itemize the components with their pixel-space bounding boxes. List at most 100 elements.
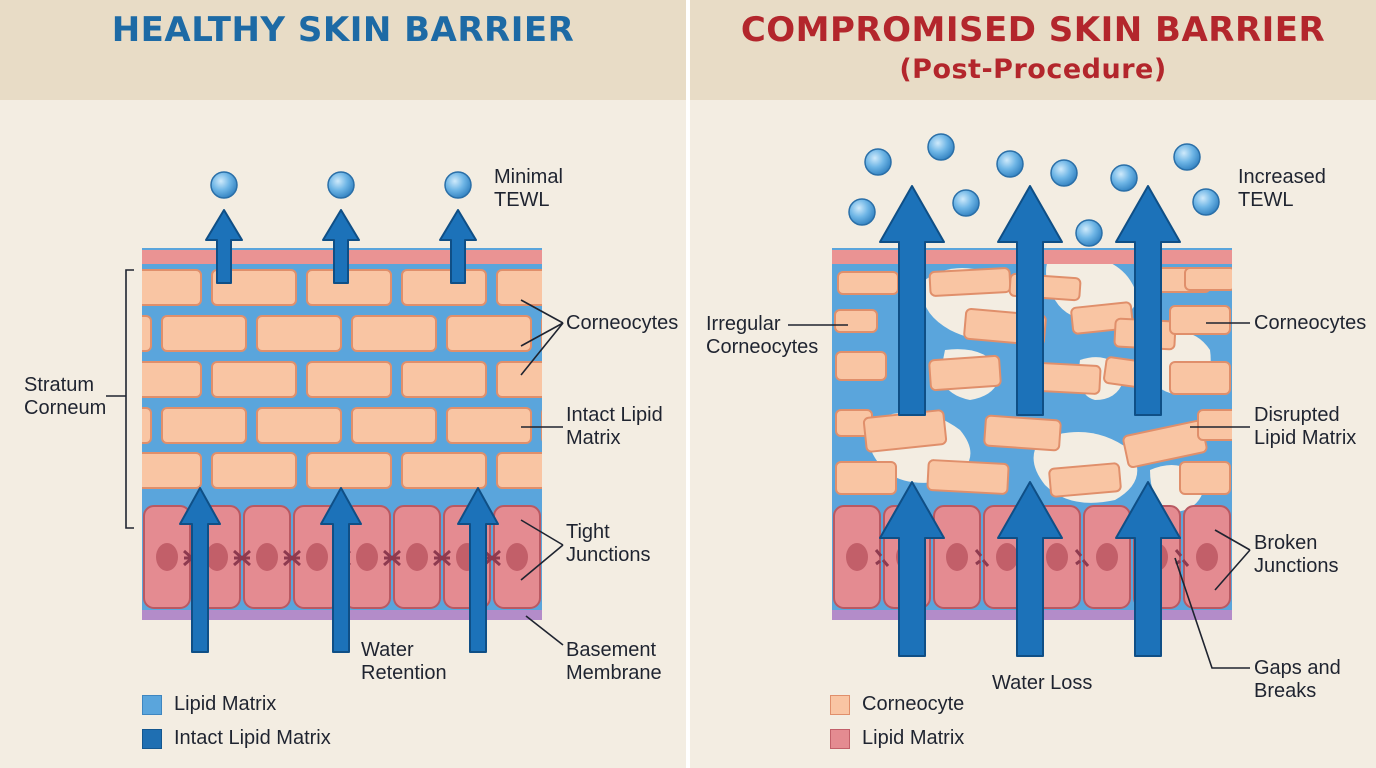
corneocyte [983, 414, 1062, 452]
label-water-retention: Water Retention [361, 639, 447, 684]
right-header-band [690, 0, 1376, 100]
corneocyte [1179, 461, 1231, 495]
cell-nucleus [206, 543, 228, 571]
label-corneocytes-left: Corneocytes [566, 312, 679, 334]
tight-junction [433, 549, 451, 567]
panel-divider [686, 0, 690, 768]
left-header-band [0, 0, 686, 100]
corneocyte [142, 407, 152, 444]
stratum-corneum-bracket [125, 269, 134, 529]
corneocyte [496, 361, 542, 398]
water-droplet [848, 198, 876, 226]
water-droplet [1075, 219, 1103, 247]
cell-nucleus [256, 543, 278, 571]
label-tight-junctions: Tight Junctions [566, 521, 651, 566]
leader-line [525, 615, 564, 646]
cell-nucleus [1046, 543, 1068, 571]
leader-line [520, 299, 564, 324]
cell-nucleus [406, 543, 428, 571]
water-droplet [927, 133, 955, 161]
water-loss-arrow [997, 481, 1063, 657]
label-water-loss: Water Loss [992, 672, 1093, 694]
corneocyte [306, 452, 392, 489]
legend-item-lipid-matrix-right: Lipid Matrix [830, 727, 964, 750]
corneocyte [256, 407, 342, 444]
label-intact-lipid-matrix: Intact Lipid Matrix [566, 404, 663, 449]
healthy-title: HEALTHY SKIN BARRIER [111, 10, 575, 50]
corneocyte [835, 351, 887, 381]
corneocyte [1048, 462, 1122, 498]
water-droplet [996, 150, 1024, 178]
water-droplet [1192, 188, 1220, 216]
corneocyte [142, 361, 202, 398]
corneocyte [401, 361, 487, 398]
broken-junction [874, 549, 890, 567]
compromised-title: COMPROMISED SKIN BARRIER [740, 10, 1326, 50]
label-increased-tewl: Increased TEWL [1238, 166, 1326, 211]
corneocyte [837, 271, 899, 295]
legend-label: Lipid Matrix [862, 727, 965, 749]
water-droplet [327, 171, 355, 199]
corneocyte [351, 407, 437, 444]
legend-label: Intact Lipid Matrix [174, 727, 331, 749]
leader-line [1174, 557, 1250, 669]
leader-line [1214, 529, 1251, 551]
water-droplet [952, 189, 980, 217]
label-gaps-and-breaks: Gaps and Breaks [1254, 657, 1341, 702]
cell-nucleus [946, 543, 968, 571]
tight-junction [383, 549, 401, 567]
small-tewl-arrow [439, 209, 477, 284]
broken-junction [1074, 549, 1090, 567]
corneocyte [496, 452, 542, 489]
legend-item-intact-lipid-matrix: Intact Lipid Matrix [142, 727, 331, 750]
legend-label: Corneocyte [862, 693, 965, 715]
corneocyte [142, 452, 202, 489]
corneocyte [496, 269, 542, 306]
corneocyte [306, 361, 392, 398]
cell-nucleus [1196, 543, 1218, 571]
water-droplet [864, 148, 892, 176]
tight-junction [233, 549, 251, 567]
water-retention-arrow [320, 487, 362, 653]
label-corneocytes-right: Corneocytes [1254, 312, 1367, 334]
lipid-matrix-swatch [142, 694, 162, 715]
leader-line [520, 519, 564, 546]
cell-nucleus [996, 543, 1018, 571]
corneocyte [928, 354, 1002, 392]
tight-junction [283, 549, 301, 567]
broken-junction [974, 549, 990, 567]
label-basement-membrane: Basement Membrane [566, 639, 662, 684]
legend-item-corneocyte: Corneocyte [830, 693, 964, 716]
corneocyte [161, 407, 247, 444]
corneocyte [256, 315, 342, 352]
water-retention-arrow [179, 487, 221, 653]
leader-line [520, 322, 564, 347]
cell-nucleus [356, 543, 378, 571]
water-droplet [210, 171, 238, 199]
corneocyte [211, 452, 297, 489]
small-tewl-arrow [322, 209, 360, 284]
water-droplet [1050, 159, 1078, 187]
cell-nucleus [156, 543, 178, 571]
corneocyte [834, 309, 878, 333]
water-loss-arrow [1115, 481, 1181, 657]
label-broken-junctions: Broken Junctions [1254, 532, 1339, 577]
corneocyte [1169, 361, 1231, 395]
cell-nucleus [846, 543, 868, 571]
corneocyte [446, 315, 532, 352]
water-droplet [1110, 164, 1138, 192]
label-minimal-tewl: Minimal TEWL [494, 166, 563, 211]
corneocyte [1169, 305, 1231, 335]
cell-nucleus [1096, 543, 1118, 571]
intact-lipid-matrix-swatch [142, 728, 162, 749]
water-loss-arrow [879, 481, 945, 657]
water-droplet [444, 171, 472, 199]
corneocyte [161, 315, 247, 352]
large-tewl-arrow [879, 185, 945, 416]
corneocyte [401, 452, 487, 489]
corneocyte [401, 269, 487, 306]
corneocyte [211, 361, 297, 398]
cell-nucleus [506, 543, 528, 571]
corneocyte [1197, 409, 1232, 441]
